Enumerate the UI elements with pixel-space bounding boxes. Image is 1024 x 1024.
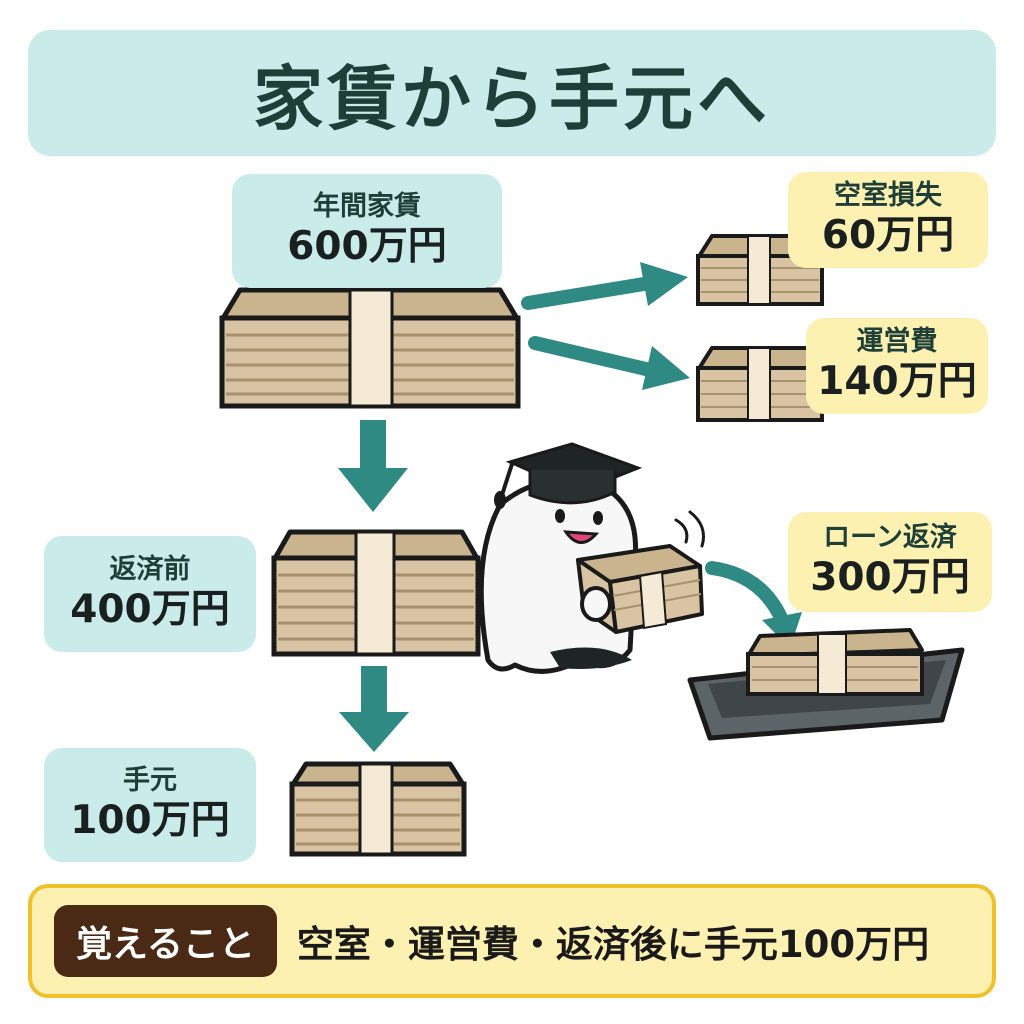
- summary-text: 空室・運営費・返済後に手元100万円: [296, 923, 930, 966]
- loan-tray: [687, 628, 965, 741]
- money-stack-before-repayment: [271, 529, 481, 657]
- vacancy-loss-value: 60万円: [821, 212, 955, 258]
- node-before-repayment: 返済前 400万円: [44, 536, 256, 652]
- flow-diagram: [219, 234, 965, 857]
- on-hand-label: 手元: [123, 765, 177, 797]
- page-title: 家賃から手元へ: [253, 57, 771, 140]
- money-stack-operating: [696, 346, 824, 422]
- graduate-mascot-icon: [478, 442, 705, 674]
- operating-cost-label: 運営費: [856, 326, 938, 358]
- annual-rent-label: 年間家賃: [313, 191, 421, 223]
- money-stack-on-hand: [289, 761, 467, 857]
- arrow-to-vacancy: [521, 262, 688, 310]
- before-repayment-value: 400万円: [70, 586, 230, 632]
- loan-repayment-value: 300万円: [810, 554, 970, 600]
- title-banner: 家賃から手元へ: [28, 30, 996, 156]
- arrow-down-2: [339, 666, 409, 752]
- money-stack-annual: [219, 287, 521, 409]
- annual-rent-value: 600万円: [287, 223, 447, 269]
- loan-repayment-label: ローン返済: [823, 522, 957, 554]
- on-hand-value: 100万円: [70, 797, 230, 843]
- before-repayment-label: 返済前: [109, 554, 191, 586]
- summary-banner: 覚えること 空室・運営費・返済後に手元100万円: [28, 884, 996, 998]
- arrow-to-operating-cost: [528, 336, 690, 390]
- vacancy-loss-label: 空室損失: [834, 180, 942, 212]
- summary-tag: 覚えること: [54, 905, 277, 977]
- node-on-hand: 手元 100万円: [44, 748, 256, 862]
- money-stack-carried: [576, 544, 704, 634]
- arrow-down-1: [338, 420, 408, 512]
- node-annual-rent: 年間家賃 600万円: [232, 174, 502, 288]
- node-operating-cost: 運営費 140万円: [806, 318, 988, 414]
- operating-cost-value: 140万円: [817, 358, 977, 404]
- money-stack-vacancy: [696, 234, 824, 306]
- node-loan-repayment: ローン返済 300万円: [788, 512, 992, 612]
- node-vacancy-loss: 空室損失 60万円: [788, 172, 988, 268]
